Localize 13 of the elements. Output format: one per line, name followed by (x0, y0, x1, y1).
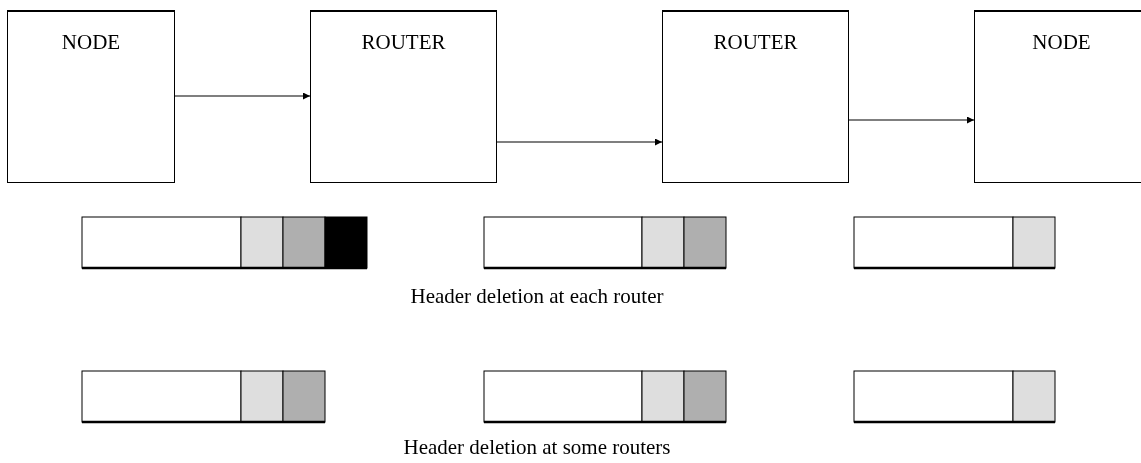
caption: Header deletion at some routers (403, 435, 671, 460)
box-title: NODE (60, 30, 122, 55)
arrow (848, 116, 975, 124)
network-box (662, 10, 849, 183)
box-title: ROUTER (712, 30, 799, 55)
network-box (7, 10, 175, 183)
network-box (974, 10, 1141, 183)
box-title: ROUTER (360, 30, 447, 55)
box-title: NODE (1031, 30, 1092, 55)
caption: Header deletion at each router (410, 284, 664, 309)
arrow (496, 138, 663, 146)
arrow (174, 92, 311, 100)
network-box (310, 10, 497, 183)
